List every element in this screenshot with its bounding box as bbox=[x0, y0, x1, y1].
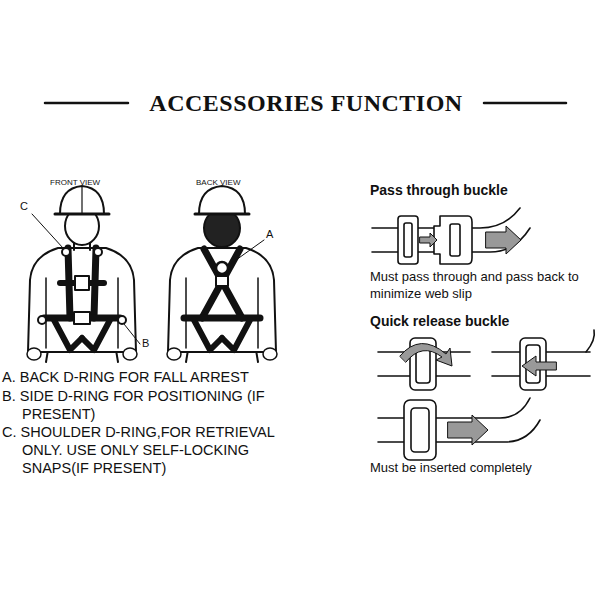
title-rule bbox=[45, 102, 128, 105]
leader-line bbox=[229, 240, 264, 265]
leader-line bbox=[32, 214, 63, 248]
callout-letter: B bbox=[142, 337, 156, 350]
section-heading: Pass through buckle bbox=[370, 181, 596, 199]
view-caption: FRONT VIEW bbox=[50, 178, 120, 188]
function-note: A. BACK D-RING FOR FALL ARREST bbox=[2, 368, 332, 386]
title-rule bbox=[484, 102, 566, 105]
back-figure bbox=[167, 186, 277, 362]
callout-letter: C bbox=[20, 200, 34, 213]
function-note: C. SHOULDER D-RING,FOR RETRIEVAL ONLY. U… bbox=[2, 423, 312, 477]
view-caption: BACK VIEW bbox=[196, 178, 266, 188]
instruction-note: Must be inserted completely bbox=[370, 459, 596, 476]
quick-release-buckle bbox=[378, 398, 540, 460]
quick-release-buckle bbox=[492, 330, 594, 390]
instruction-note: Must pass through and pass back to minim… bbox=[370, 268, 596, 302]
function-note: B. SIDE D-RING FOR POSITIONING (IF PRESE… bbox=[2, 387, 302, 423]
pass-through-buckle bbox=[372, 208, 530, 264]
section-heading: Quick release buckle bbox=[370, 312, 596, 330]
leader-line bbox=[124, 324, 140, 344]
front-figure bbox=[27, 186, 137, 362]
diagram-title: ACCESSORIES FUNCTION bbox=[130, 88, 482, 118]
callout-letter: A bbox=[266, 228, 280, 241]
quick-release-buckle bbox=[378, 338, 470, 390]
